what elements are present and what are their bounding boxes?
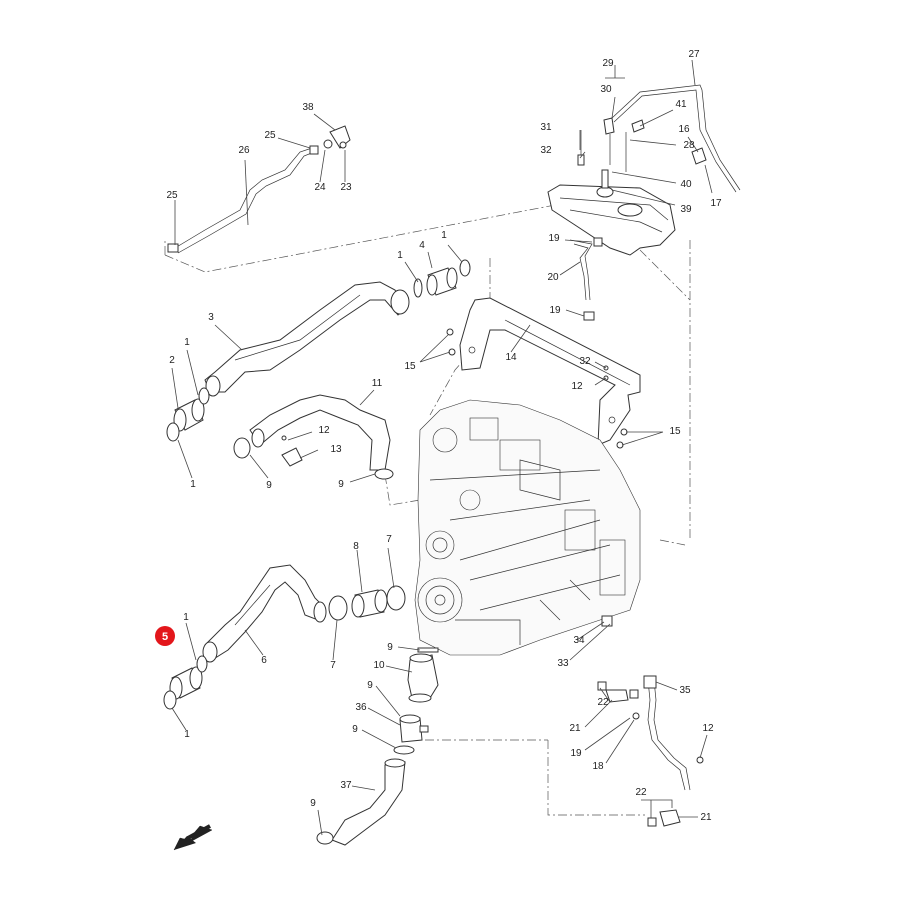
tank-assembly <box>547 84 741 256</box>
label-32b: 32 <box>579 356 591 367</box>
label-26: 26 <box>238 145 250 156</box>
leader-lines <box>171 59 713 836</box>
hose-6 <box>202 564 327 663</box>
label-1e: 1 <box>183 612 189 623</box>
label-9c: 9 <box>387 642 393 653</box>
label-1f: 1 <box>184 729 190 740</box>
hose-37 <box>316 758 406 846</box>
label-28: 28 <box>683 140 695 151</box>
label-12c: 12 <box>702 723 714 734</box>
label-36: 36 <box>355 702 367 713</box>
sleeve-8 <box>328 585 406 621</box>
label-17: 17 <box>710 198 722 209</box>
label-24: 24 <box>314 182 326 193</box>
label-38: 38 <box>302 102 314 113</box>
pipe-26 <box>167 125 351 254</box>
label-15b: 15 <box>669 426 681 437</box>
label-21: 21 <box>569 723 581 734</box>
small-hose-20 <box>569 237 603 321</box>
label-39: 39 <box>680 204 692 215</box>
highlight-badge-5[interactable]: 5 <box>155 626 175 646</box>
label-37: 37 <box>340 780 352 791</box>
label-22b: 22 <box>635 787 647 798</box>
label-23: 23 <box>340 182 352 193</box>
sleeve-4 <box>413 259 471 298</box>
label-7b: 7 <box>330 660 336 671</box>
label-3: 3 <box>208 312 214 323</box>
arrow-down-left-icon <box>173 824 213 851</box>
engine-block <box>414 399 641 656</box>
label-1b: 1 <box>397 250 403 261</box>
label-32: 32 <box>540 145 552 156</box>
assembly-guide-lines <box>164 204 691 816</box>
label-16: 16 <box>678 124 690 135</box>
label-8: 8 <box>353 541 359 552</box>
label-27: 27 <box>688 49 700 60</box>
fitting-34 <box>601 615 613 627</box>
label-29: 29 <box>602 58 614 69</box>
sleeve-5 <box>163 655 208 710</box>
label-9: 9 <box>266 480 272 491</box>
label-4: 4 <box>419 240 425 251</box>
label-33: 33 <box>557 658 569 669</box>
label-12b: 12 <box>318 425 330 436</box>
label-40: 40 <box>680 179 692 190</box>
label-1: 1 <box>441 230 447 241</box>
label-13: 13 <box>330 444 342 455</box>
label-14: 14 <box>505 352 517 363</box>
label-9e: 9 <box>352 724 358 735</box>
label-19: 19 <box>548 233 560 244</box>
label-1c: 1 <box>184 337 190 348</box>
label-25: 25 <box>264 130 276 141</box>
label-20: 20 <box>547 272 559 283</box>
label-34: 34 <box>573 635 585 646</box>
tee-36 <box>393 714 429 755</box>
hose-3 <box>204 281 410 397</box>
label-31: 31 <box>540 122 552 133</box>
label-41: 41 <box>675 99 687 110</box>
label-2: 2 <box>169 355 175 366</box>
label-18: 18 <box>592 761 604 772</box>
label-9f: 9 <box>310 798 316 809</box>
label-9d: 9 <box>367 680 373 691</box>
elbow-10 <box>407 647 439 703</box>
highlight-label: 5 <box>162 631 168 643</box>
hose-11 <box>233 394 394 480</box>
label-25b: 25 <box>166 190 178 201</box>
label-6: 6 <box>261 655 267 666</box>
label-9b: 9 <box>338 479 344 490</box>
label-30: 30 <box>600 84 612 95</box>
label-35: 35 <box>679 685 691 696</box>
label-12: 12 <box>571 381 583 392</box>
sleeve-2 <box>166 387 210 442</box>
label-19c: 19 <box>570 748 582 759</box>
label-19b: 19 <box>549 305 561 316</box>
label-7: 7 <box>386 534 392 545</box>
label-11: 11 <box>372 378 383 389</box>
label-21b: 21 <box>700 812 712 823</box>
label-10: 10 <box>373 660 385 671</box>
label-22: 22 <box>597 697 609 708</box>
part-labels: 38 25 26 24 23 25 29 27 30 41 31 16 28 3… <box>166 49 722 823</box>
label-15: 15 <box>404 361 416 372</box>
label-1d: 1 <box>190 479 196 490</box>
